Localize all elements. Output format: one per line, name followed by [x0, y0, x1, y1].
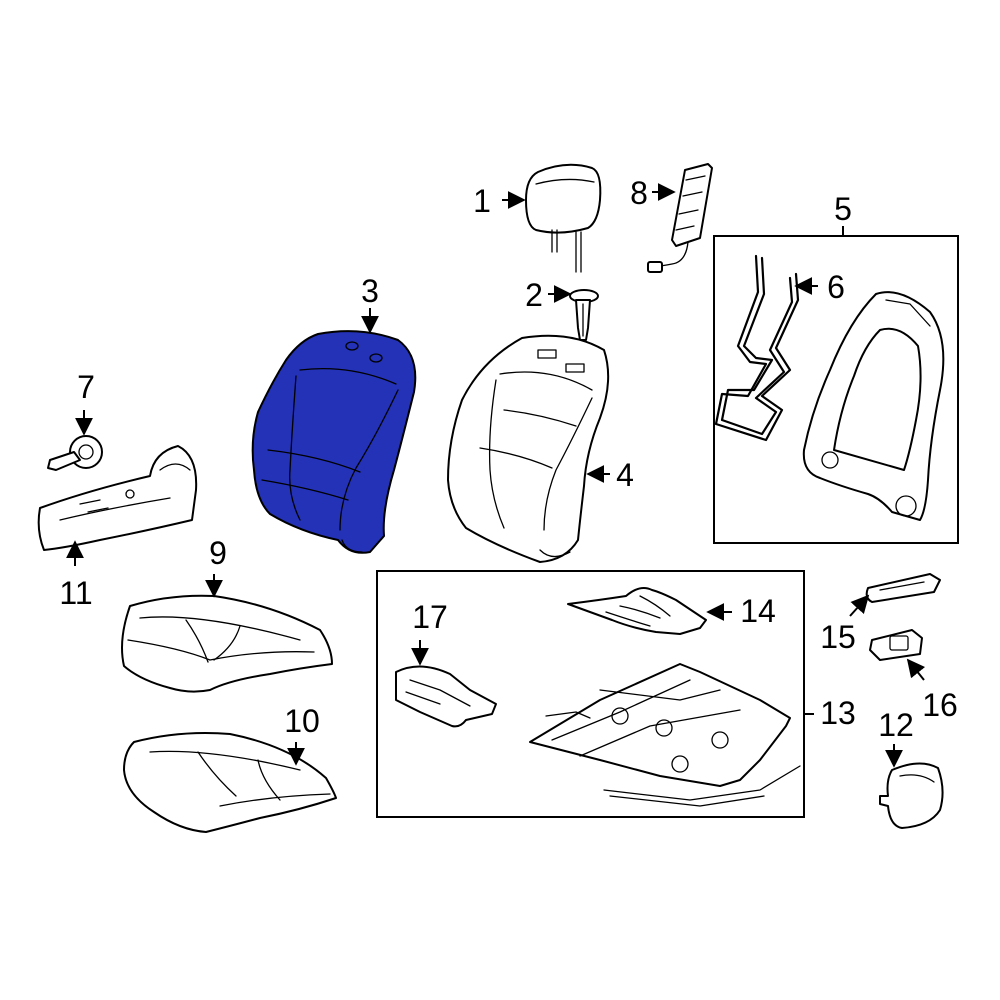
callout-16-label: 16 [922, 687, 958, 723]
callout-1-label: 1 [473, 183, 491, 219]
callout-11-label: 11 [59, 575, 92, 611]
seat-track-group-box [376, 570, 805, 818]
callout-15-label: 15 [820, 619, 856, 655]
callout-17-label: 17 [412, 599, 448, 635]
callout-13-label: 13 [820, 695, 856, 731]
part-1-headrest[interactable] [525, 163, 602, 273]
part-17-trim-bracket[interactable] [395, 665, 497, 728]
callout-8-label: 8 [630, 175, 648, 211]
part-7-recliner-knob[interactable] [47, 435, 103, 471]
callout-3-label: 3 [361, 273, 379, 309]
part-2-headrest-guide[interactable] [569, 289, 599, 341]
part-16-switch[interactable] [869, 629, 923, 661]
callout-14-label: 14 [740, 593, 776, 629]
part-4-seatback-pad[interactable] [447, 334, 610, 563]
callout-16-arrow [906, 658, 926, 681]
part-14-cushion-pan[interactable] [567, 587, 707, 635]
callout-10-label: 10 [284, 703, 320, 739]
part-12-end-cover[interactable] [879, 762, 944, 829]
callout-6-label: 6 [827, 269, 845, 305]
part-6-lumbar-spring[interactable] [714, 254, 800, 442]
callout-9-label: 9 [209, 535, 227, 571]
part-3-seatback-cover[interactable] [251, 330, 417, 554]
part-10-cushion-pad[interactable] [123, 732, 337, 833]
part-13-seat-track[interactable] [529, 663, 801, 807]
part-5-seatback-frame[interactable] [802, 291, 945, 521]
part-15-handle[interactable] [865, 573, 941, 603]
part-9-cushion-cover[interactable] [121, 594, 333, 693]
part-11-side-shield[interactable] [37, 445, 198, 551]
callout-7-label: 7 [77, 369, 95, 405]
callout-4-label: 4 [616, 457, 634, 493]
callout-12-label: 12 [878, 707, 914, 743]
part-8-side-airbag[interactable] [647, 163, 713, 273]
seatback-frame-group-box [713, 235, 959, 544]
callout-15-arrow [849, 594, 870, 617]
callout-2-label: 2 [525, 277, 543, 313]
callout-5-label: 5 [834, 191, 852, 227]
